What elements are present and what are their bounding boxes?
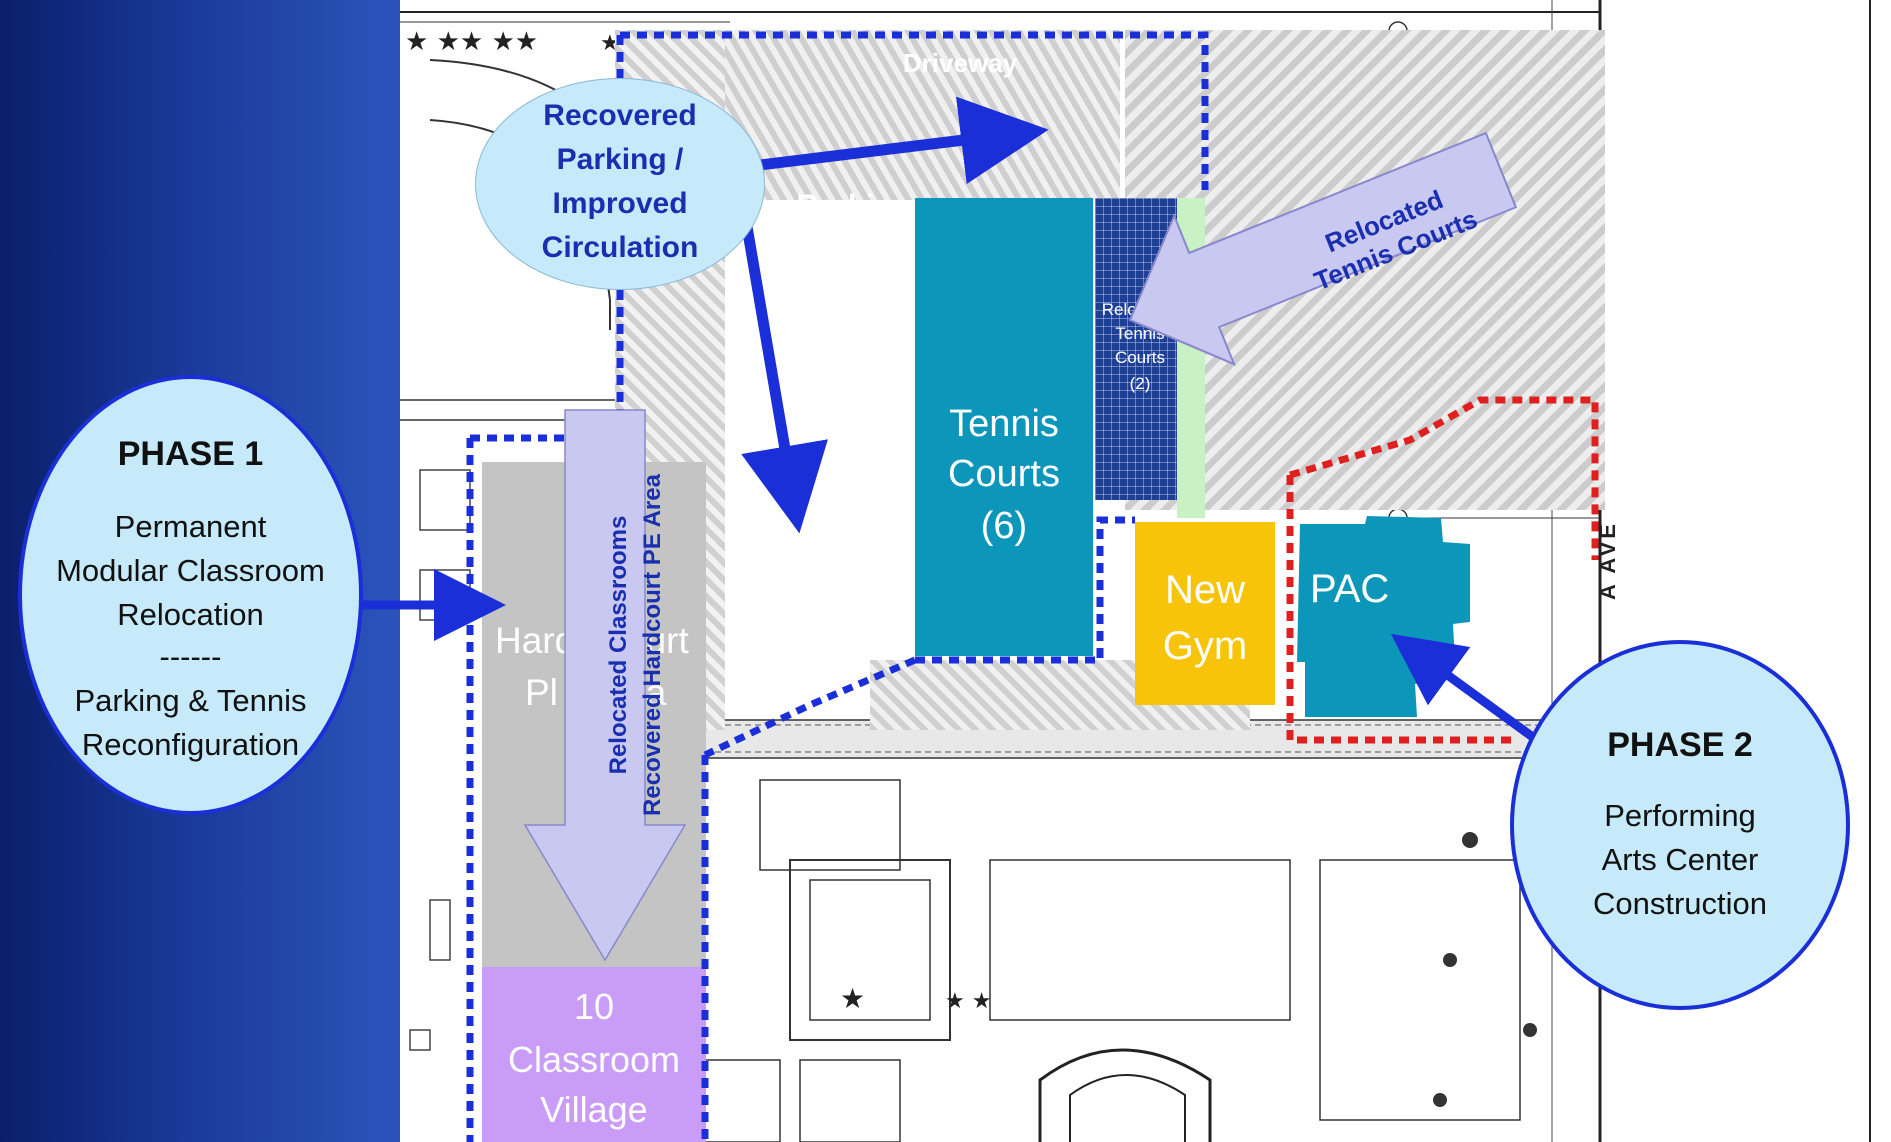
phase1-line1: Permanent (114, 509, 267, 544)
parking-lot-north (725, 30, 1120, 200)
recovered-line4: Circulation (541, 231, 699, 264)
tennis-line2: Courts (948, 453, 1060, 495)
tennis-line1: Tennis (949, 403, 1059, 445)
phase1-line3: Relocation (117, 597, 264, 632)
village-line3: Village (540, 1089, 648, 1130)
phase2-line1: Performing (1604, 798, 1756, 833)
classroom-village (482, 967, 706, 1142)
phase1-line2: Modular Classroom (56, 553, 325, 588)
relocated-classrooms-arrow (523, 409, 687, 962)
phase1-title: PHASE 1 (117, 435, 264, 473)
phase2-line3: Construction (1592, 886, 1768, 921)
village-line1: 10 (573, 986, 615, 1027)
gym-line2: Gym (1162, 624, 1248, 668)
village-line2: Classroom (507, 1039, 681, 1080)
new-gym (1135, 522, 1275, 705)
hardcourt-label-left: Hard (495, 620, 576, 661)
phase2-line2: Arts Center (1601, 842, 1759, 877)
driveway-label: Driveway (902, 48, 1018, 78)
phase1-bubble: PHASE 1 Permanent Modular Classroom Relo… (18, 375, 363, 815)
phase1-line4: Parking & Tennis (74, 683, 307, 718)
gym-line1: New (1164, 568, 1246, 612)
phase2-title: PHASE 2 (1607, 726, 1753, 764)
recovered-line3: Improved (552, 187, 688, 220)
tennis-courts-6 (915, 198, 1093, 656)
svg-text:★: ★ (600, 31, 620, 56)
site-plan: ★ ★★ ★★ ★ ★ ★ ★ (400, 0, 1891, 1142)
recovered-line1: Recovered (543, 99, 697, 132)
recovered-line2: Parking / (556, 143, 684, 176)
phase2-bubble: PHASE 2 Performing Arts Center Construct… (1510, 640, 1850, 1010)
parking-label: Parking (796, 188, 914, 224)
reloc-small-4: (2) (1129, 374, 1151, 393)
tennis-line3: (6) (980, 505, 1028, 547)
pac-label: PAC (1310, 567, 1390, 611)
pe-area-label-left: Pl (525, 672, 558, 713)
boundary-overlays (466, 31, 1599, 1142)
recovered-parking-bubble: Recovered Parking / Improved Circulation (475, 78, 765, 290)
svg-text:★ ★★ ★★: ★ ★★ ★★ (405, 27, 538, 57)
svg-text:★: ★ (840, 982, 865, 1015)
relocated-tennis-courts-2 (1095, 198, 1177, 500)
phase1-line5: Reconfiguration (81, 727, 300, 762)
phase1-divider: ------ (159, 639, 222, 674)
reloc-small-3: Courts (1114, 348, 1166, 367)
svg-text:★ ★: ★ ★ (945, 989, 991, 1014)
